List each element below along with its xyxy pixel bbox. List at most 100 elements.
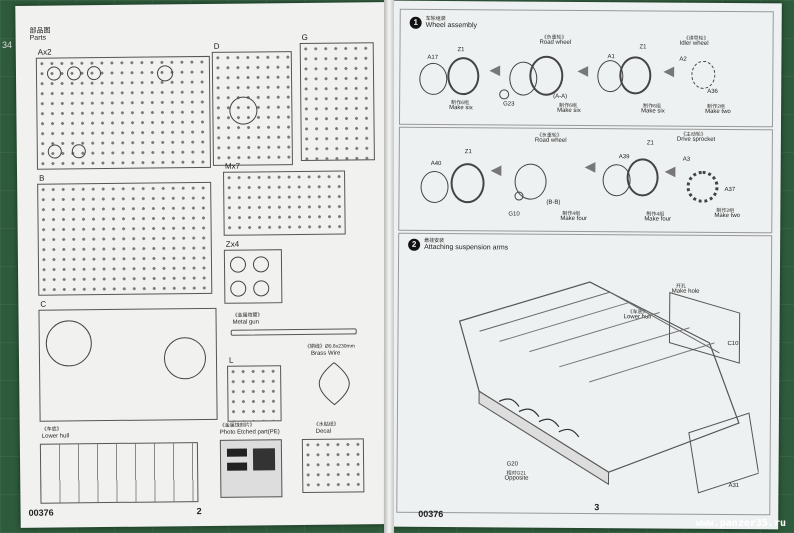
metal-gun-barrel [230, 328, 357, 336]
arrow-icon: ◀ [664, 162, 676, 179]
sprue-d [211, 51, 293, 166]
wire-spec: 《铜线》Ø0.8x230mm [304, 343, 355, 350]
sprue-zx-label: Zx4 [225, 239, 240, 249]
arrow-icon: ◀ [489, 61, 501, 78]
mat-edge-number: 34 [2, 40, 13, 50]
part-label: C10 [727, 340, 739, 348]
lower-hull-cn: 《车底》 [41, 426, 62, 433]
sprue-b [37, 181, 213, 296]
road-wheel-part [71, 144, 86, 159]
lower-hull-label: Lower hull [41, 433, 70, 440]
make-six: Make six [641, 108, 665, 115]
hull-assembly-drawing [458, 281, 760, 494]
part-label: Z1 [639, 44, 647, 51]
make-two: Make two [714, 212, 741, 220]
make-six: Make six [557, 107, 581, 114]
make-four: Make four [560, 215, 588, 223]
sprocket-label: Drive sprocket [676, 136, 716, 143]
cap-part [514, 191, 524, 201]
rubber-tyre [619, 56, 652, 95]
part-label: A3 [682, 156, 691, 163]
part-label: G10 [508, 211, 520, 218]
sprue-l [227, 365, 282, 422]
opposite-label: Opposite [504, 475, 529, 482]
part-label: A37 [724, 186, 736, 194]
hatch-part [229, 96, 258, 125]
booklet-fold [384, 0, 394, 533]
pe-part [226, 448, 248, 457]
kit-code: 00376 [28, 507, 54, 518]
instruction-page-left: 部品图 Parts Ax2 D G B Mx7 Zx4 C 《金属炮管》 Met… [15, 2, 393, 528]
arrow-icon: ◀ [490, 161, 502, 178]
sprue-l-label: L [228, 355, 234, 365]
step1-title: Wheel assembly [425, 21, 478, 30]
metal-gun-label: Metal gun [232, 319, 259, 326]
part-label: A17 [427, 54, 439, 61]
rubber-tyre [447, 57, 480, 96]
part-label: A2 [679, 56, 687, 63]
sprue-a-label: Ax2 [37, 47, 52, 57]
part-label: A40 [430, 160, 442, 167]
sprue-g-label: G [301, 32, 308, 42]
kit-code: 00376 [418, 508, 444, 520]
sprue-b-label: B [39, 173, 45, 183]
part-label: Z1 [464, 149, 472, 156]
track-link-ring [229, 256, 247, 273]
lower-hull-part [39, 442, 199, 504]
road-wheel-part [86, 66, 102, 81]
rubber-tyre [529, 55, 564, 96]
sprue-zx [223, 249, 283, 304]
sprue-g [299, 42, 375, 161]
step-number: 1 [409, 16, 422, 29]
arrow-icon: ◀ [663, 62, 675, 79]
pe-cn: 《金属蚀刻片》 [219, 422, 255, 429]
idler-wheel [691, 60, 716, 89]
road-wheel-part [47, 144, 62, 159]
make-six: Make six [449, 105, 473, 112]
drive-sprocket [686, 170, 719, 203]
track-link-ring [252, 256, 270, 273]
decal-sheet [301, 438, 365, 493]
road-wheel-label: Road wheel [539, 39, 572, 46]
sprue-d-label: D [213, 41, 220, 51]
arrow-icon: ◀ [584, 157, 596, 175]
part-label: G23 [503, 101, 515, 108]
part-label: Z1 [457, 47, 465, 54]
pe-label: Photo Etched part(PE) [219, 429, 280, 436]
sprue-mx [223, 170, 346, 236]
decal-label: Decal [315, 428, 332, 435]
wheel-disc [419, 62, 448, 96]
pe-part [227, 462, 248, 471]
section-label: (A-A) [553, 93, 568, 100]
cap-part [499, 89, 510, 100]
brass-wire-label: Brass Wire [310, 350, 341, 357]
rubber-tyre [450, 163, 485, 204]
part-label: Z1 [646, 140, 654, 147]
idler-label: Idler wheel [679, 40, 709, 47]
step-number: 2 [408, 238, 421, 251]
sprue-a [35, 55, 211, 170]
turret-ring-part [45, 320, 93, 367]
wheel-disc [420, 170, 449, 204]
sprue-mx-label: Mx7 [224, 161, 241, 171]
pe-part [252, 448, 276, 471]
instruction-page-right: 1 车轮组装 Wheel assembly 《负重轮》 Road wheel 《… [388, 0, 782, 530]
rubber-tyre [626, 158, 659, 197]
section-label: (B-B) [546, 199, 561, 206]
metal-gun-cn: 《金属炮管》 [232, 312, 263, 319]
part-label: A31 [728, 483, 740, 490]
part-label: G20 [506, 461, 518, 468]
sprue-c-label: C [40, 299, 47, 309]
road-wheel-part [46, 66, 62, 81]
photo-etched-sheet [219, 439, 283, 498]
make-two: Make two [705, 108, 731, 116]
watermark: www.panzer35.ru [695, 518, 786, 529]
track-link-ring [253, 280, 270, 297]
step2-title: Attaching suspension arms [424, 243, 509, 252]
page-number: 3 [594, 502, 600, 513]
turret-ring-part [163, 336, 207, 380]
parts-title: Parts [29, 34, 46, 42]
road-wheel-label: Road wheel [534, 137, 567, 144]
decal-cn: 《水贴纸》 [313, 421, 339, 428]
sprue-c [38, 307, 218, 422]
